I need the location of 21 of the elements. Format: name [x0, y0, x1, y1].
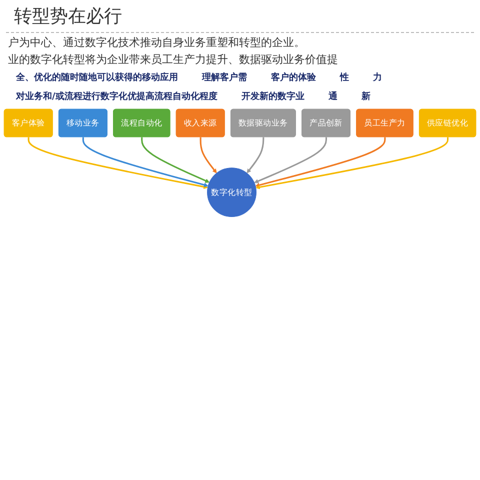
intro-text: 户为中心、通过数字化技术推动自身业务重塑和转型的企业。 — [8, 35, 306, 50]
title: 转型势在必行 — [6, 0, 474, 33]
note-text: 对业务和/或流程进行数字化优提高流程自动化程度 — [16, 90, 218, 103]
arrow — [141, 137, 210, 183]
note-text: 客户的体验 — [271, 71, 316, 84]
note-text: 开发新的数字业 — [241, 90, 304, 103]
note-text: 理解客户需 — [202, 71, 247, 84]
arrow — [200, 137, 217, 174]
intro-text: 业的数字化转型将为企业带来员工生产力提升、数据驱动业务价值提 — [8, 52, 339, 67]
arrow — [256, 137, 449, 190]
note-text: 通 — [328, 90, 338, 103]
arrow — [28, 137, 208, 190]
arrow — [246, 137, 264, 174]
arrow — [82, 137, 208, 188]
arrow — [254, 137, 328, 184]
note-text: 全、优化的随时随地可以获得的移动应用 — [16, 71, 178, 84]
note-text: 力 — [373, 71, 382, 84]
arrow — [255, 137, 386, 188]
note-text: 新 — [361, 90, 370, 103]
note-text: 性 — [340, 72, 349, 84]
node-circle: 数字化转型 — [207, 168, 256, 218]
